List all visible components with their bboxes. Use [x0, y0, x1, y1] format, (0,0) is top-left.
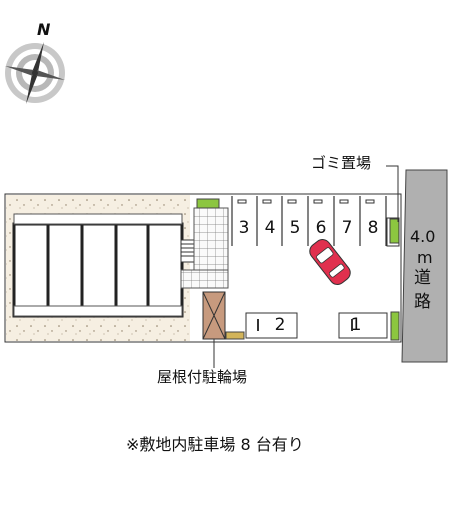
garbage-leader-line	[386, 165, 399, 222]
bicycle-parking-label: 屋根付駐輪場	[157, 368, 248, 386]
parking-stall-8: 8	[367, 218, 379, 238]
parking-stall-1-box	[338, 312, 388, 339]
road	[401, 169, 448, 363]
greenery-right	[390, 311, 400, 341]
apartment-building	[12, 213, 184, 318]
road-unit-label: m	[417, 248, 433, 267]
garbage-area	[386, 217, 400, 247]
greenery-top	[196, 198, 220, 209]
garbage-area-label: ゴミ置場	[311, 154, 372, 172]
car-icon	[309, 239, 351, 285]
road-width-label: 4.0	[410, 227, 436, 246]
tiled-entrance	[180, 269, 229, 289]
greenery-garbage	[389, 218, 400, 244]
parking-stall-2-box	[245, 312, 298, 339]
road-char-2: 路	[414, 292, 431, 312]
wheel-stops	[237, 199, 375, 204]
compass-rose-icon	[5, 42, 65, 104]
parking-stall-2: 2	[274, 315, 286, 335]
parking-stall-3: 3	[238, 218, 250, 238]
parking-stall-6: 6	[315, 218, 327, 238]
bicycle-parking-area	[202, 291, 226, 340]
stairs	[180, 239, 195, 263]
road-char-1: 道	[414, 268, 431, 288]
compass-north-letter: N	[37, 20, 51, 39]
parking-stall-4: 4	[264, 218, 276, 238]
parking-stall-7: 7	[341, 218, 353, 238]
parking-stall-1: 1	[350, 315, 362, 335]
parking-count-footnote: ※敷地内駐車場 8 台有り	[126, 435, 304, 454]
parking-stall-5: 5	[289, 218, 301, 238]
parking-stalls-top	[231, 196, 387, 246]
greenery-bottom	[225, 331, 245, 340]
